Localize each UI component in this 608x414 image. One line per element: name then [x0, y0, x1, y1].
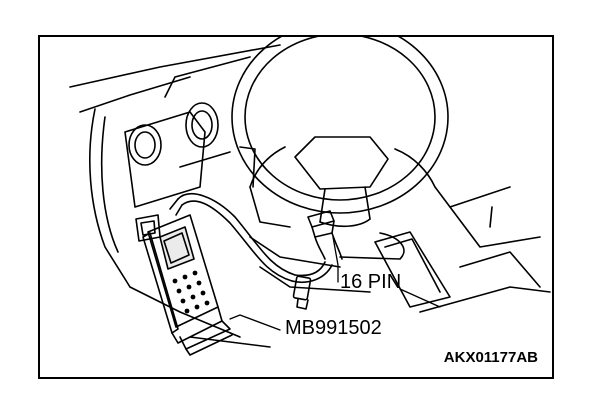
illustration-frame: 16 PIN MB991502 AKX01177AB — [38, 35, 554, 379]
steering-wheel-icon — [231, 37, 449, 228]
diagnostic-cable — [169, 193, 333, 283]
figure-code: AKX01177AB — [443, 349, 538, 366]
air-vent-icon — [128, 102, 219, 166]
tool-callout-label: MB991502 — [285, 317, 382, 339]
tool-keypad — [172, 270, 210, 314]
dashboard-panel — [69, 44, 281, 338]
dashboard-illustration — [69, 37, 551, 356]
diagnosis-connector-icon — [307, 210, 343, 260]
handheld-scan-tool-icon — [142, 214, 233, 356]
adaptor-plug-icon — [292, 275, 312, 310]
footwell-pedals — [189, 231, 551, 348]
steering-column — [249, 186, 541, 293]
leader-lines — [229, 236, 441, 331]
connector-callout-label: 16 PIN — [340, 271, 402, 293]
